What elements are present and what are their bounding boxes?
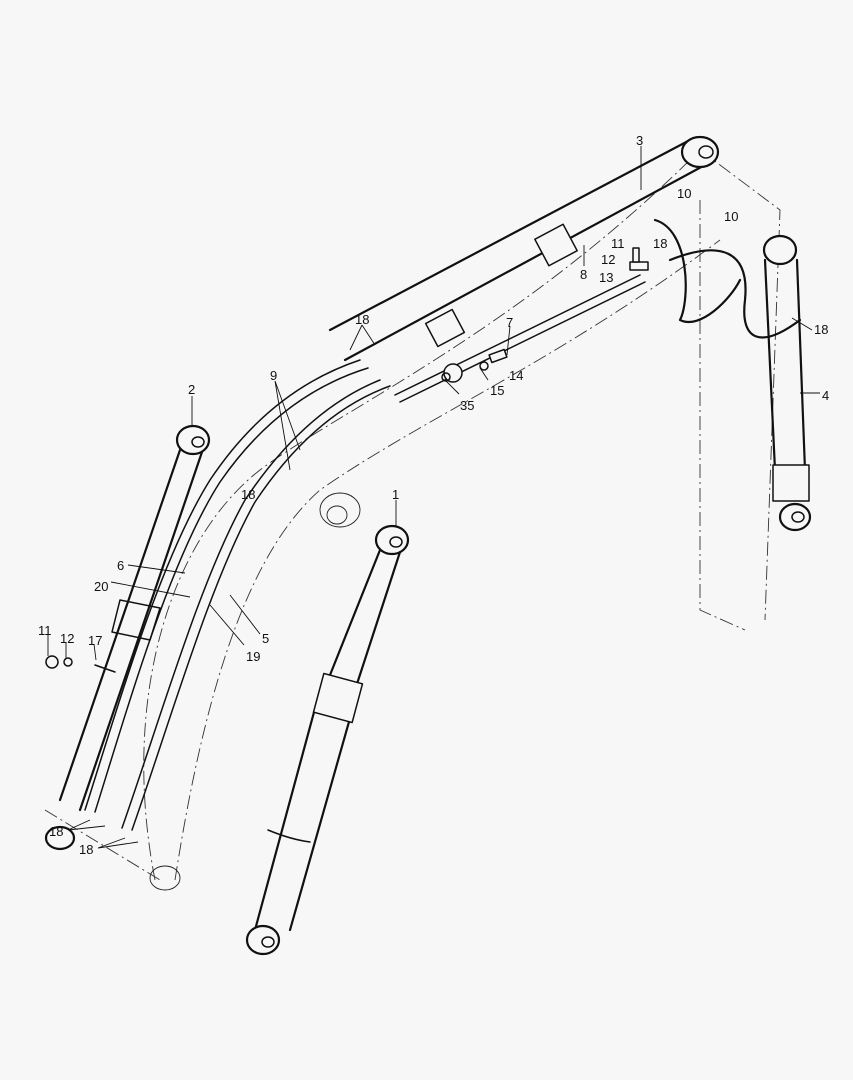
callout-4: 4: [822, 388, 830, 403]
callout-9: 9: [270, 368, 278, 383]
callout-12a: 12: [601, 252, 616, 267]
hydraulic-lines: [84, 218, 802, 831]
callout-18e: 18: [49, 824, 64, 839]
callout-20: 20: [94, 579, 109, 594]
callout-19: 19: [246, 649, 261, 664]
callout-10a: 10: [677, 186, 692, 201]
callout-18b: 18: [814, 322, 829, 337]
callout-14: 14: [509, 368, 524, 383]
callout-17: 17: [88, 633, 103, 648]
callout-8: 8: [580, 267, 588, 282]
callout-11b: 11: [38, 623, 52, 638]
callout-18d: 18: [241, 487, 256, 502]
callout-6: 6: [117, 558, 125, 573]
cylinder-3: [328, 135, 720, 362]
callout-35: 35: [460, 398, 475, 413]
cylinder-4: [762, 234, 812, 532]
callout-2: 2: [188, 382, 196, 397]
leader-lines: [47, 146, 820, 849]
callout-11a: 11: [611, 236, 625, 251]
callout-18c: 18: [355, 312, 370, 327]
callout-5: 5: [262, 631, 270, 646]
callout-12b: 12: [60, 631, 75, 646]
callout-18a: 18: [653, 236, 668, 251]
callout-13: 13: [599, 270, 614, 285]
callout-10b: 10: [724, 209, 739, 224]
callout-1: 1: [392, 487, 400, 502]
callout-7: 7: [506, 315, 514, 330]
callout-3: 3: [636, 133, 644, 148]
cylinder-1: [245, 524, 410, 956]
callout-18f: 18: [79, 842, 94, 857]
callout-15: 15: [490, 383, 505, 398]
cylinder-2: [44, 424, 211, 851]
boom-outline: [44, 149, 781, 891]
fittings: [45, 247, 649, 673]
